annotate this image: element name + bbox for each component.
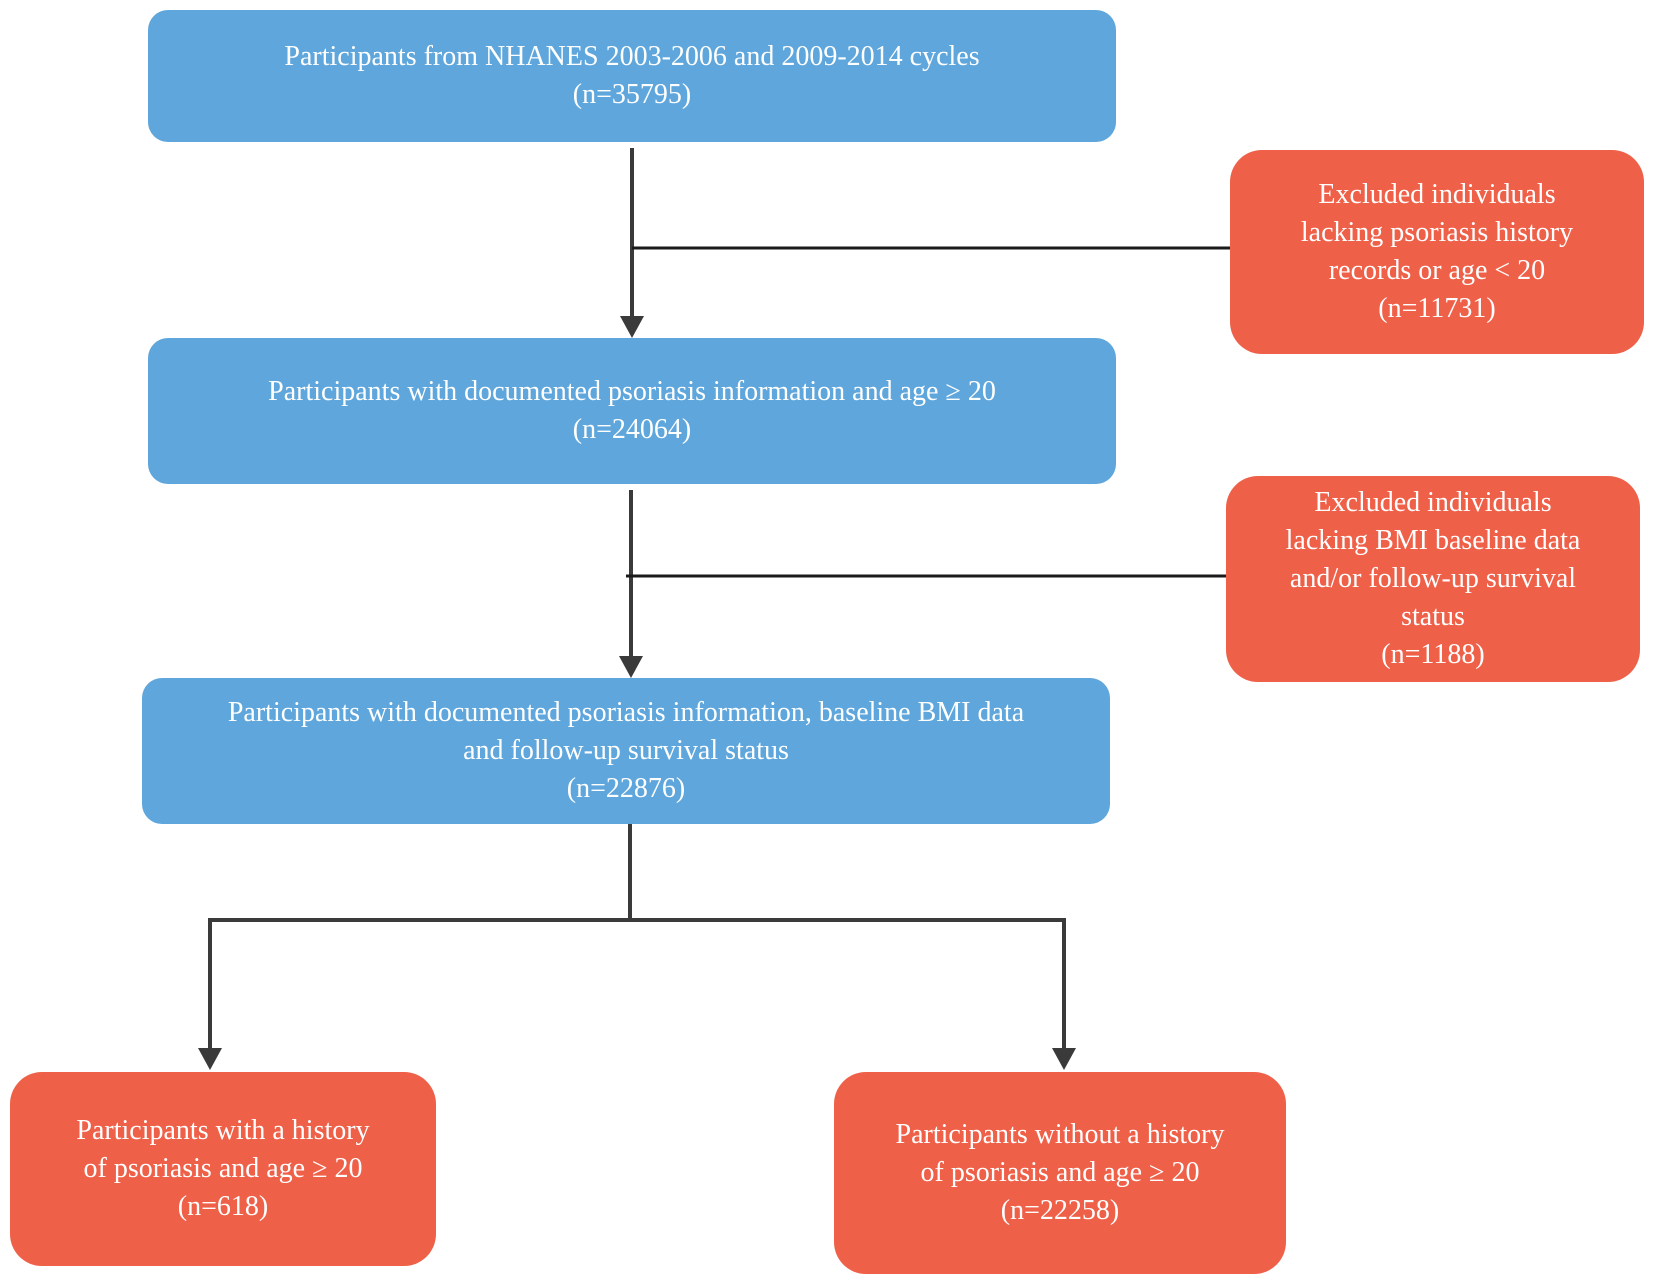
step-3-line-2: and follow-up survival status xyxy=(463,735,789,766)
arrowhead-step3 xyxy=(619,656,643,678)
exclusion-2-line-1: Excluded individuals xyxy=(1314,487,1552,518)
exclusion-box-1: Excluded individuals lacking psoriasis h… xyxy=(1230,150,1644,354)
start-box: Participants from NHANES 2003-2006 and 2… xyxy=(148,10,1116,142)
exclusion-1-line-3: records or age < 20 xyxy=(1328,255,1546,286)
start-box-line-1: Participants from NHANES 2003-2006 and 2… xyxy=(284,41,980,72)
arrowhead-step2 xyxy=(620,316,644,338)
with-psoriasis-box: Participants with a history of psoriasis… xyxy=(10,1072,436,1266)
without-psoriasis-line-2: of psoriasis and age ≥ 20 xyxy=(920,1157,1200,1188)
exclusion-1-line-1: Excluded individuals xyxy=(1318,179,1556,210)
arrowhead-without-psoriasis xyxy=(1052,1048,1076,1070)
arrowhead-with-psoriasis xyxy=(198,1048,222,1070)
with-psoriasis-count: (n=618) xyxy=(177,1191,269,1222)
exclusion-1-line-2: lacking psoriasis history xyxy=(1300,217,1574,248)
exclusion-2-line-4: status xyxy=(1401,601,1465,632)
step-2-box: Participants with documented psoriasis i… xyxy=(148,338,1116,484)
exclusion-2-line-3: and/or follow-up survival xyxy=(1289,563,1577,594)
step-3-count: (n=22876) xyxy=(566,773,686,804)
exclusion-box-2: Excluded individuals lacking BMI baselin… xyxy=(1226,476,1640,682)
without-psoriasis-box: Participants without a history of psoria… xyxy=(834,1072,1286,1274)
exclusion-1-count: (n=11731) xyxy=(1378,293,1496,324)
step-3-box: Participants with documented psoriasis i… xyxy=(142,678,1110,824)
exclusion-2-line-2: lacking BMI baseline data xyxy=(1285,525,1581,556)
start-box-count: (n=35795) xyxy=(572,79,692,110)
step-2-count: (n=24064) xyxy=(572,414,692,445)
with-psoriasis-line-2: of psoriasis and age ≥ 20 xyxy=(83,1153,363,1184)
exclusion-2-count: (n=1188) xyxy=(1381,639,1485,670)
with-psoriasis-line-1: Participants with a history xyxy=(76,1115,370,1146)
step-3-line-1: Participants with documented psoriasis i… xyxy=(227,697,1025,728)
without-psoriasis-count: (n=22258) xyxy=(1000,1195,1120,1226)
step-2-line-1: Participants with documented psoriasis i… xyxy=(268,376,996,407)
without-psoriasis-line-1: Participants without a history xyxy=(895,1119,1225,1150)
